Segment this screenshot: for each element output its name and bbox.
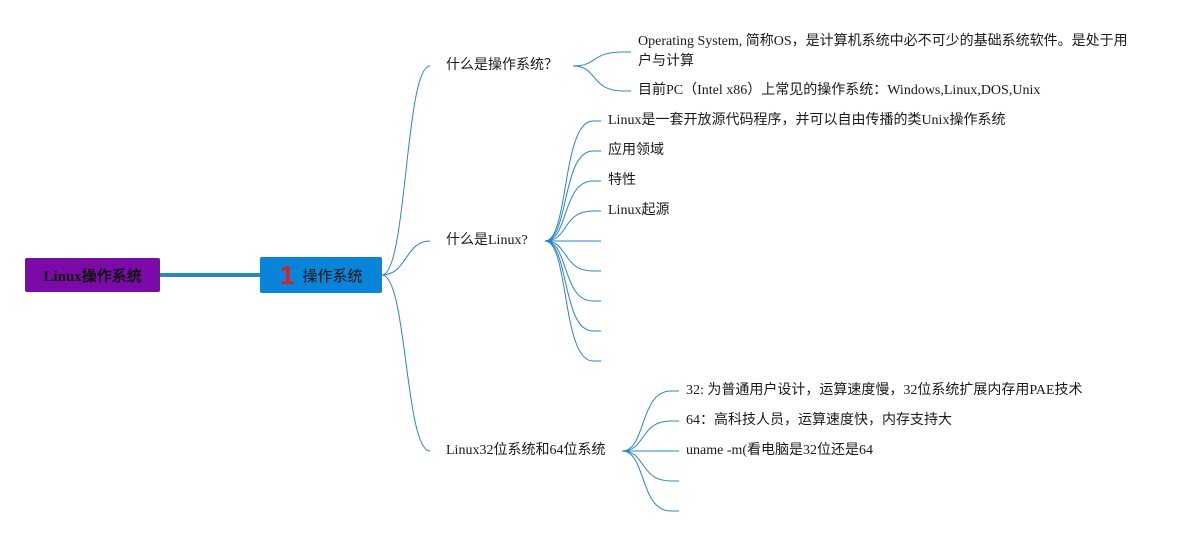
branch-32-64-bit[interactable]: Linux32位系统和64位系统: [446, 443, 606, 458]
branch-1-child-connector-6: [544, 240, 594, 302]
leaf-common-os[interactable]: 目前PC（Intel x86）上常见的操作系统：Windows,Linux,DO…: [638, 83, 1041, 98]
branch-1-child-connector-2: [544, 180, 594, 242]
branch-2-child-connector-4: [621, 450, 672, 512]
branch-2-child-connector-1: [621, 420, 672, 452]
main-topic-label: 操作系统: [302, 267, 363, 285]
branch-2-child-connector-3: [621, 450, 672, 482]
leaf-application-areas[interactable]: 应用领域: [608, 143, 664, 158]
root-label: Linux操作系统: [43, 268, 142, 285]
main-branch-connector-1: [381, 240, 431, 276]
branch-1-child-connector-8: [544, 240, 594, 362]
root-node[interactable]: Linux操作系统: [25, 258, 160, 292]
leaf-uname-command[interactable]: uname -m(看电脑是32位还是64: [686, 443, 874, 458]
leaf-linux-origin[interactable]: Linux起源: [608, 203, 670, 218]
branch-0-child-connector-1: [572, 65, 624, 92]
branch-what-is-linux[interactable]: 什么是Linux?: [446, 233, 528, 248]
main-branch-connector-2: [381, 274, 431, 452]
branch-1-child-connector-5: [544, 240, 594, 272]
leaf-32-bit[interactable]: 32: 为普通用户设计，运算速度慢，32位系统扩展内存用PAE技术: [686, 383, 1083, 398]
leaf-os-definition[interactable]: Operating System, 简称OS，是计算机系统中必不可少的基础系统软…: [638, 34, 1128, 69]
main-branch-connector-0: [381, 65, 431, 276]
branch-1-child-connector-0: [544, 120, 594, 242]
branch-what-is-os[interactable]: 什么是操作系统？: [446, 58, 558, 73]
branch-2-child-connector-0: [621, 390, 672, 452]
leaf-64-bit[interactable]: 64：高科技人员，运算速度快，内存支持大: [686, 413, 952, 428]
branch-1-child-connector-1: [544, 150, 594, 242]
main-topic-node[interactable]: 1 操作系统: [260, 257, 382, 293]
leaf-features[interactable]: 特性: [608, 173, 636, 188]
branch-0-child-connector-0: [572, 51, 624, 67]
topic-number: 1: [280, 260, 295, 290]
branch-1-child-connector-3: [544, 210, 594, 242]
leaf-linux-definition[interactable]: Linux是一套开放源代码程序，并可以自由传播的类Unix操作系统: [608, 113, 1006, 128]
